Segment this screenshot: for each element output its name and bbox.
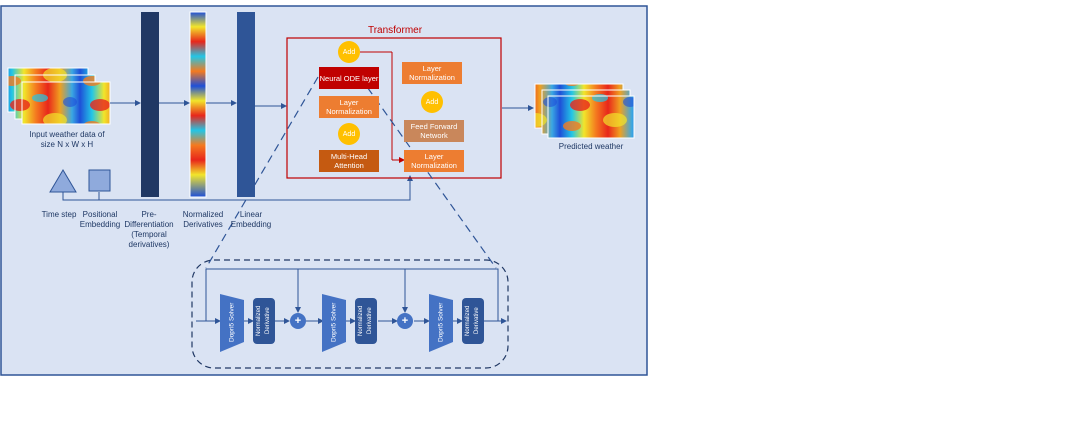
- dopri5-solver-2: [322, 294, 346, 352]
- add-node-1: Add: [338, 123, 360, 145]
- solver-chain-lines: [196, 268, 507, 324]
- dopri5-solver-3: [429, 294, 453, 352]
- layer-normalization-2: Layer Normalization: [402, 62, 462, 84]
- input-label: Input weather data of size N x W x H: [29, 130, 105, 149]
- layer-normalization-3: Layer Normalization: [404, 150, 464, 172]
- add-node-2: Add: [421, 91, 443, 113]
- positional-embedding-square: [88, 169, 111, 192]
- layer-normalization-1: Layer Normalization: [319, 96, 379, 118]
- dopri5-solver-2-label: Dopri5 Solver: [330, 302, 338, 342]
- dopri5-solver-3-label: Dopri5 Solver: [437, 302, 445, 342]
- dopri5-solver-1: [220, 294, 244, 352]
- add-node-top: Add: [338, 41, 360, 63]
- predicted-heatmap-stack: [534, 83, 635, 139]
- dopri5-solver-1-label: Dopri5 Solver: [228, 302, 236, 342]
- transformer-title: Transformer: [367, 25, 423, 36]
- linear-embedding-label: Linear Embedding: [230, 210, 272, 229]
- normalized-derivatives-label: Normalized Derivatives: [182, 210, 224, 229]
- main-flow-arrows: [62, 100, 534, 201]
- input-heatmap-stack: [7, 67, 111, 125]
- normalized-derivative-1: Normalized Derivative: [253, 298, 275, 344]
- transformer-box: [286, 37, 502, 179]
- pre-differentiation-label: Pre-Differentiation (Temporal derivative…: [124, 210, 174, 249]
- neural-ode-layer: Neural ODE layer: [319, 67, 379, 89]
- feed-forward-network: Feed Forward Network: [404, 120, 464, 142]
- plus-1-label: +: [294, 314, 302, 327]
- time-step-triangle: [49, 169, 77, 193]
- predicted-label: Predicted weather: [558, 142, 624, 151]
- linear-embedding-bar: [237, 12, 255, 197]
- time-step-label: Time step: [41, 210, 77, 219]
- sum-node-1: [290, 313, 306, 329]
- pre-differentiation-bar: [141, 12, 159, 197]
- normalized-derivatives-strip: [189, 11, 207, 198]
- plus-2-label: +: [401, 314, 409, 327]
- positional-embedding-label: Positional Embedding: [79, 210, 121, 229]
- transformer-connectors: [360, 51, 405, 163]
- sum-node-2: [397, 313, 413, 329]
- zoom-lines: [205, 76, 497, 269]
- normalized-derivative-2: Normalized Derivative: [355, 298, 377, 344]
- multi-head-attention: Multi-Head Attention: [319, 150, 379, 172]
- solver-chain-frame: [191, 259, 509, 369]
- normalized-derivative-3: Normalized Derivative: [462, 298, 484, 344]
